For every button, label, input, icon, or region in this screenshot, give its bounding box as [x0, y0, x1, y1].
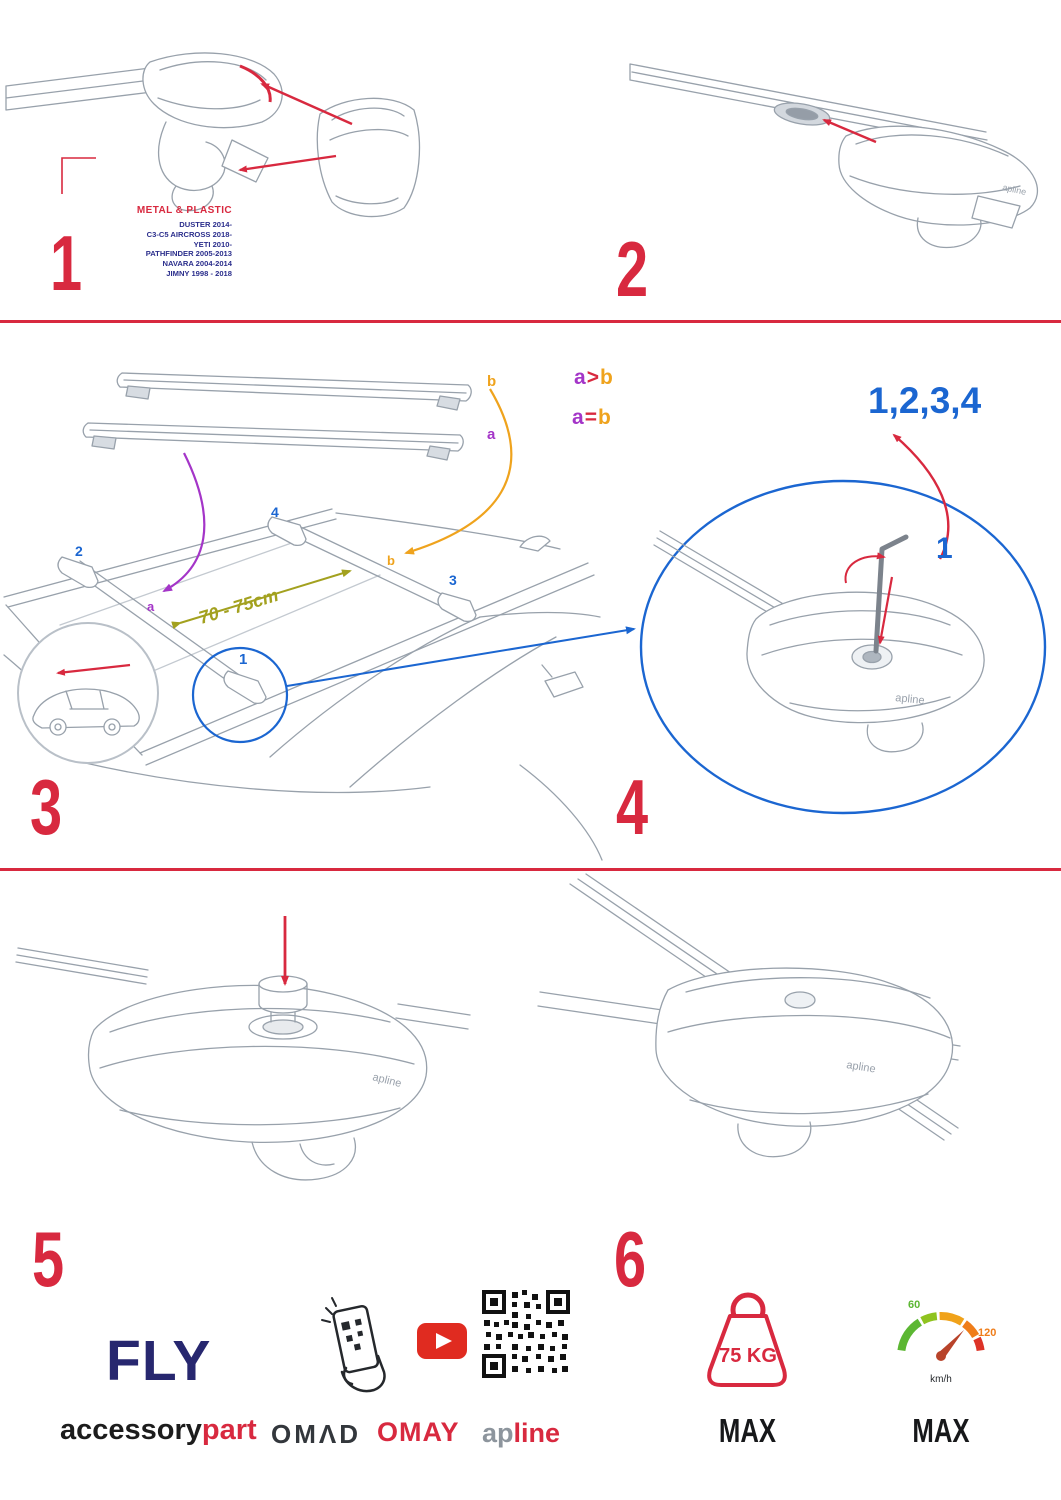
- qr-code-icon: [482, 1290, 570, 1378]
- forward-direction-arrow: [56, 663, 131, 676]
- step2-red-arrow: [822, 118, 877, 144]
- vehicle-item: PATHFINDER 2005-2013: [145, 249, 232, 259]
- step4-zoom-detail: apline: [639, 433, 1047, 815]
- roof-position-2: 2: [75, 543, 83, 559]
- vehicle-item: JIMNY 1998 - 2018: [166, 268, 232, 278]
- speed-limit-icon: 60 120 km/h: [897, 1299, 996, 1385]
- formula-a: a: [574, 366, 587, 389]
- foot-exploded-drawing: [5, 52, 421, 218]
- formula-b: b: [597, 406, 612, 429]
- weight-value: 75 KG: [719, 1345, 777, 1367]
- phone-scan-icon: [321, 1297, 386, 1393]
- step-number-5: 5: [32, 1215, 64, 1303]
- formula-op: >: [586, 366, 600, 389]
- car-roof-drawing: [3, 508, 603, 861]
- roof-position-1: 1: [239, 651, 248, 668]
- accessorypart-logo: accessorypart: [60, 1414, 257, 1447]
- speed-low-label: 60: [908, 1299, 920, 1311]
- formula-op: =: [584, 406, 598, 429]
- apline-logo: apline: [482, 1418, 560, 1449]
- vehicle-item: YETI 2010-: [193, 239, 232, 249]
- apline-gray: ap: [482, 1418, 514, 1448]
- vehicle-item: NAVARA 2004-2014: [162, 259, 233, 269]
- step1-step2-illustration: apline: [5, 52, 1039, 249]
- rotate-arrow: [844, 552, 886, 584]
- section-divider: [0, 320, 1061, 323]
- apline-red: line: [513, 1418, 561, 1448]
- roof-position-3: 3: [449, 572, 457, 588]
- sequence-arrow: [892, 433, 950, 560]
- bar-endcap-drawing: [629, 63, 1039, 249]
- loose-crossbars-drawing: [82, 372, 472, 461]
- formula-b: b: [599, 366, 614, 389]
- bar-label-b: b: [487, 373, 497, 390]
- vehicle-item: C3-C5 AIRCROSS 2018-: [146, 229, 232, 239]
- roof-label-a: a: [147, 599, 155, 614]
- focus-circle: [191, 646, 289, 744]
- step1-red-arrows: [61, 64, 353, 194]
- accessorypart-red: part: [201, 1414, 257, 1446]
- fly-logo: FLY: [106, 1329, 212, 1393]
- roof-label-b: b: [387, 553, 395, 568]
- formula-a: a: [572, 406, 585, 429]
- bar-label-a: a: [487, 426, 496, 443]
- compatibility-list: METAL & PLASTIC DUSTER 2014- C3-C5 AIRCR…: [40, 205, 232, 279]
- car-direction-inset: [17, 622, 159, 764]
- formula-a-gt-b: a>b: [574, 366, 614, 390]
- step-number-2: 2: [616, 225, 648, 313]
- weight-max-label: MAX: [718, 1412, 777, 1449]
- weight-limit-icon: 75 KG: [707, 1292, 787, 1387]
- tightening-sequence: 1,2,3,4: [868, 380, 982, 421]
- sequence-callout-1: 1: [936, 532, 953, 565]
- roof-position-4: 4: [271, 504, 279, 520]
- material-label: METAL & PLASTIC: [136, 205, 232, 216]
- omay-logo: OMAY: [377, 1417, 460, 1447]
- speed-unit-label: km/h: [930, 1374, 952, 1385]
- vehicle-item: DUSTER 2014-: [179, 220, 232, 229]
- apline-logo-on-part: apline: [1002, 182, 1028, 197]
- step-number-1: 1: [50, 219, 82, 307]
- step3-step4-illustration: apline: [3, 372, 1047, 861]
- youtube-icon: [417, 1323, 467, 1359]
- apline-logo-on-part: apline: [846, 1059, 877, 1075]
- dimension-arrow: [171, 569, 352, 630]
- hex-key: [873, 534, 909, 654]
- formula-a-eq-b: a=b: [572, 406, 612, 430]
- step5-step6-illustration: apline apline: [15, 873, 961, 1181]
- section-divider: [0, 868, 1061, 871]
- foot-knob-drawing: [15, 947, 471, 1181]
- step-number-4: 4: [616, 763, 648, 851]
- step-number-3: 3: [30, 763, 62, 851]
- insert-arrow: [877, 576, 894, 645]
- zoom-connector-arrow: [286, 626, 636, 687]
- orange-placement-arrow: [404, 388, 513, 555]
- accessorypart-black: accessory: [60, 1414, 202, 1446]
- omad-logo: OMΛD: [271, 1419, 361, 1449]
- speed-high-label: 120: [978, 1327, 996, 1339]
- step-number-6: 6: [614, 1215, 646, 1303]
- speed-max-label: MAX: [912, 1412, 970, 1449]
- apline-logo-on-part: apline: [895, 692, 925, 707]
- purple-placement-arrow: [162, 452, 206, 592]
- foot-on-rail-drawing: [537, 873, 961, 1158]
